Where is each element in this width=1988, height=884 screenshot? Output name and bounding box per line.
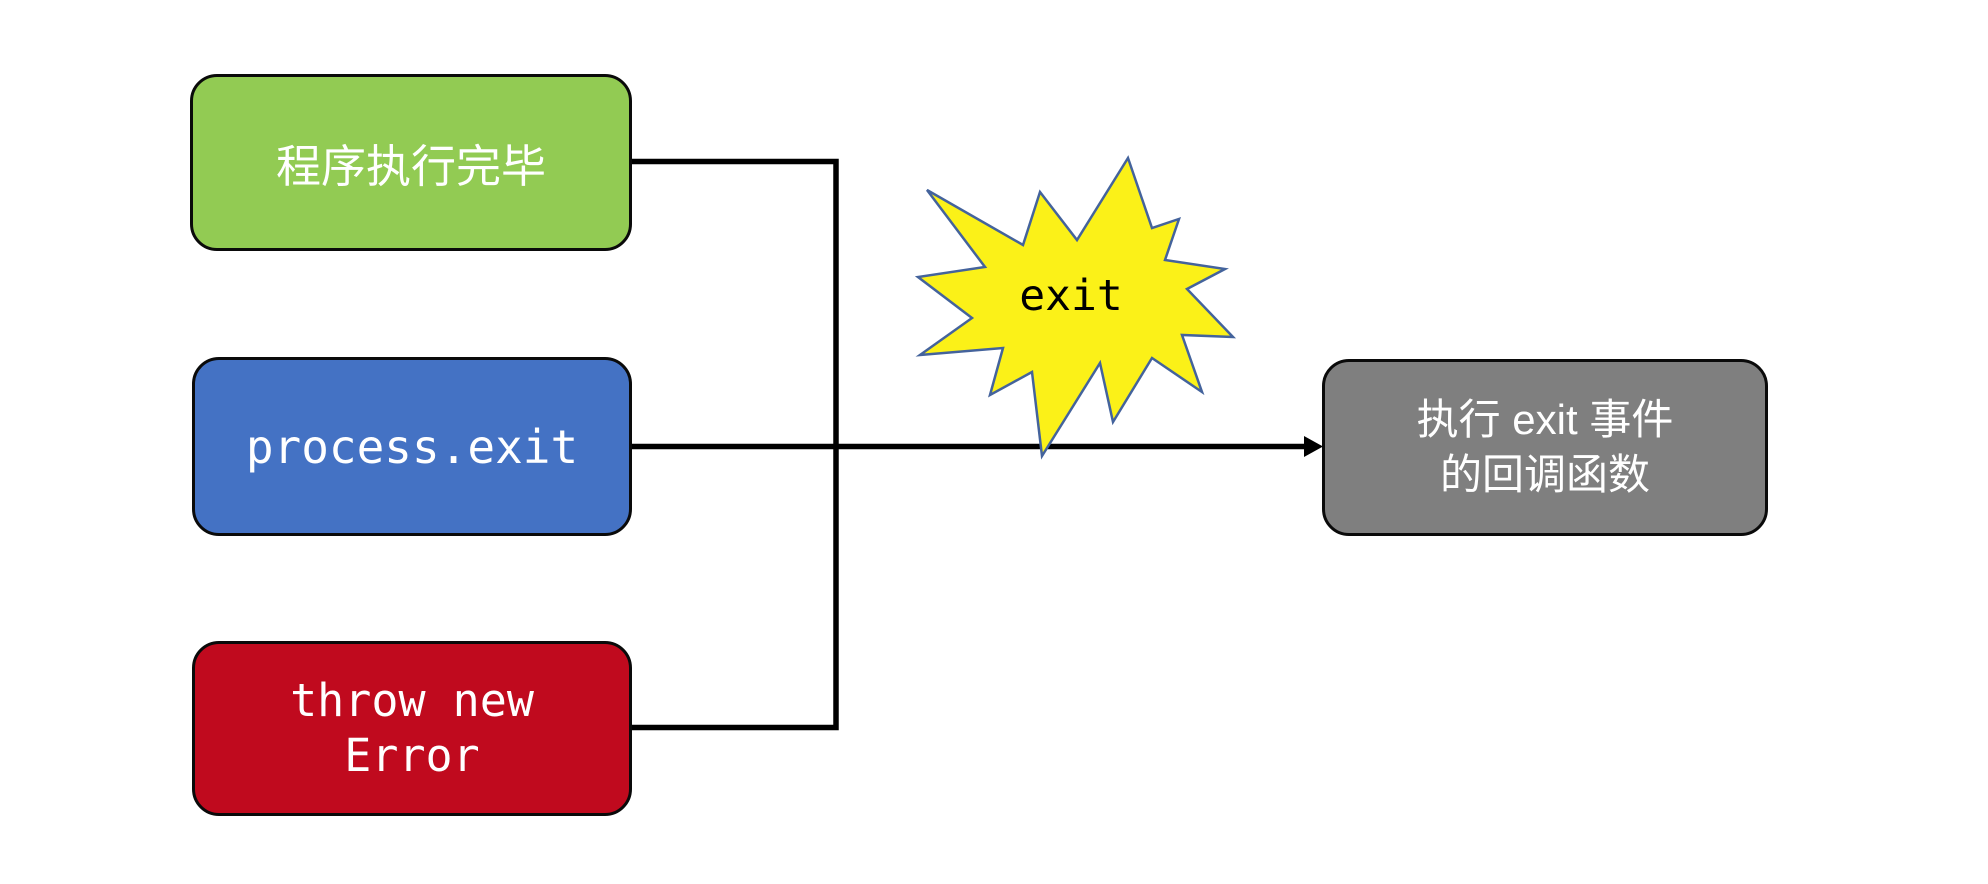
- node-throw-error: throw new Error: [192, 641, 632, 816]
- exit-burst-label: exit: [1019, 271, 1123, 321]
- node-exit-callback: 执行 exit 事件 的回调函数: [1322, 359, 1768, 536]
- node-program-done: 程序执行完毕: [190, 74, 632, 251]
- arrowhead-icon: [1304, 436, 1323, 457]
- node-process-exit: process.exit: [192, 357, 632, 536]
- connector-bracket-line: [632, 158, 839, 731]
